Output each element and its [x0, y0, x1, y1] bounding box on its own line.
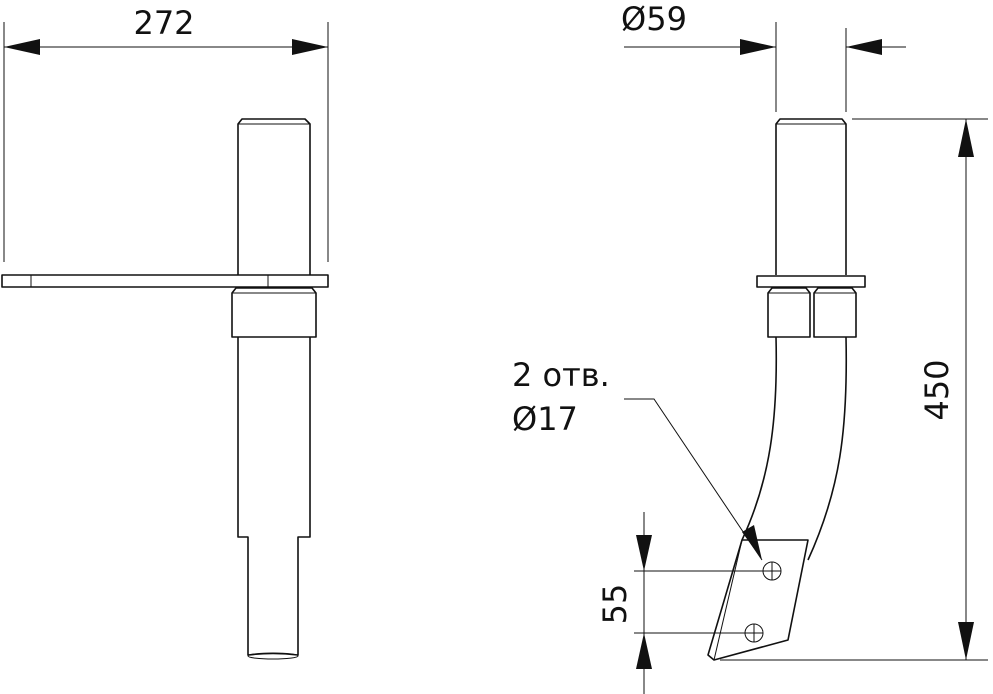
callout-hole-diameter: Ø17	[512, 400, 578, 438]
blade	[707, 539, 809, 661]
side-upper-shaft	[775, 118, 847, 275]
lower-shaft	[237, 337, 311, 656]
shaft-end	[247, 652, 299, 660]
callout-leader	[624, 398, 763, 561]
blade-edge-line	[713, 539, 743, 661]
front-view: 272	[1, 4, 329, 660]
width-dimension-label: 272	[133, 4, 194, 42]
arrowhead-height-bottom	[958, 622, 974, 660]
arrowhead-height-top	[958, 119, 974, 157]
collar-nut	[231, 287, 317, 338]
side-nut-right	[813, 287, 857, 338]
arrowhead-dia-right	[846, 39, 882, 55]
height-dimension-label: 450	[918, 359, 956, 420]
side-plate	[756, 275, 866, 288]
side-view: Ø59 2 отв. Ø17 55	[512, 0, 988, 694]
shank-left-edge	[741, 336, 778, 541]
shank-right-edge	[807, 336, 848, 561]
mounting-plate	[1, 274, 329, 288]
arrowhead-spacing-top	[636, 535, 652, 571]
callout-arrowhead	[742, 525, 762, 560]
spacing-dimension-label: 55	[596, 584, 634, 625]
arrowhead-spacing-bottom	[636, 633, 652, 669]
side-nut-left	[767, 287, 811, 338]
callout-holes-count: 2 отв.	[512, 356, 610, 394]
diameter-dimension-label: Ø59	[621, 0, 687, 38]
upper-shaft	[237, 118, 311, 275]
arrowhead-left	[4, 39, 40, 55]
arrowhead-dia-left	[740, 39, 776, 55]
arrowhead-right	[292, 39, 328, 55]
